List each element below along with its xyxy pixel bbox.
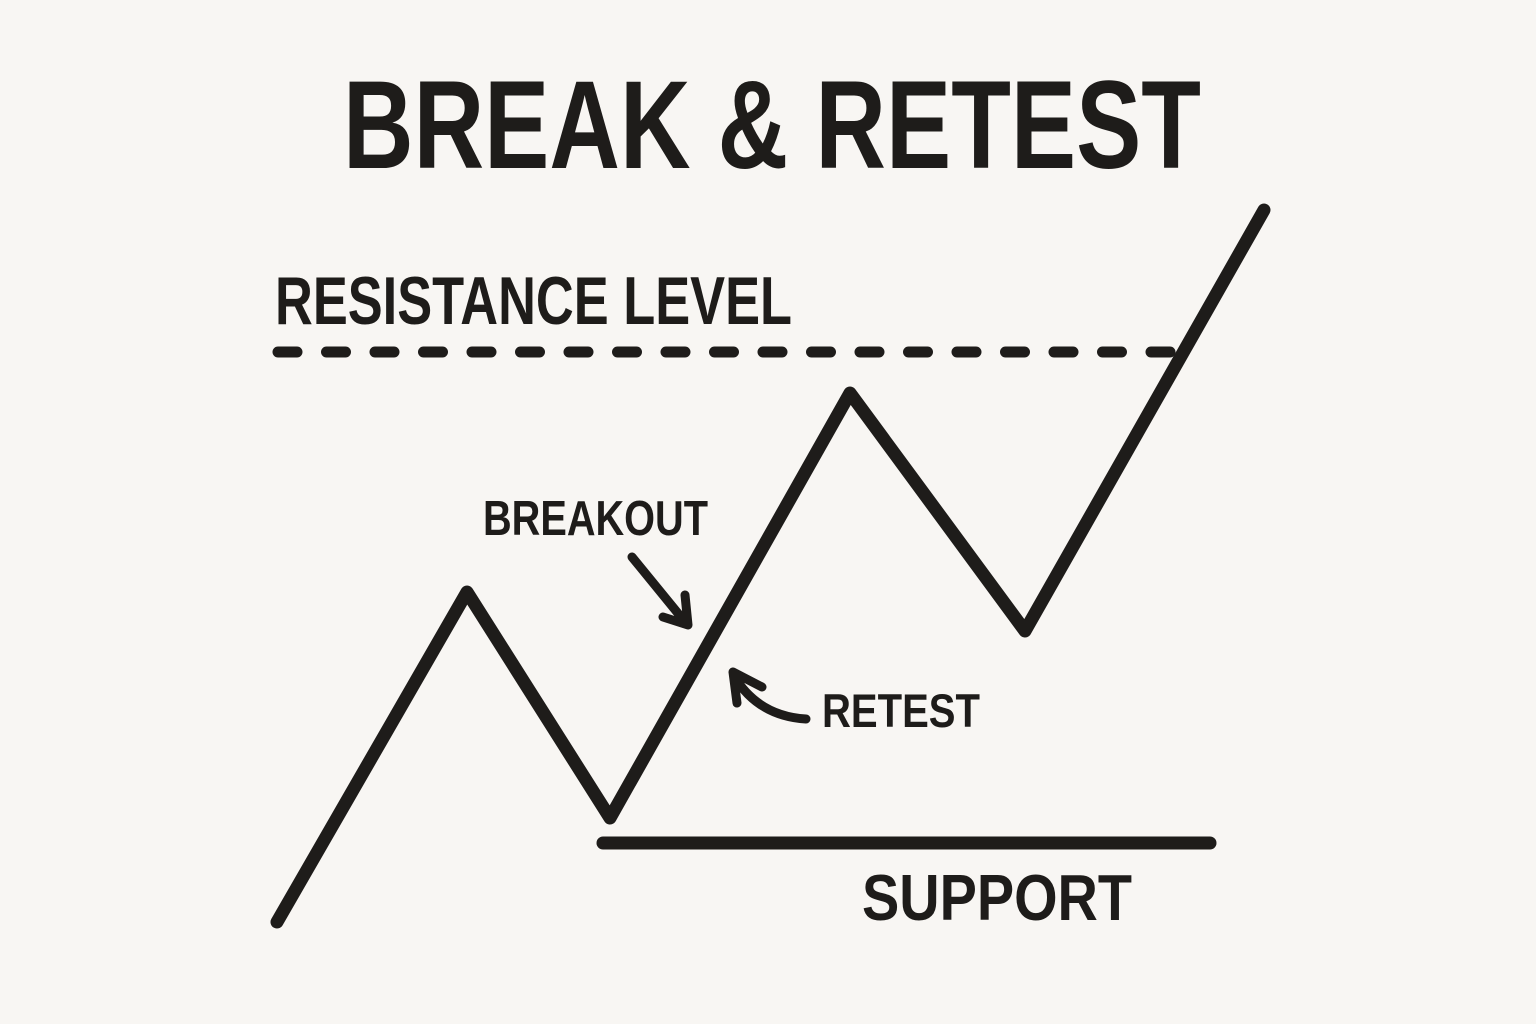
breakout-label: BREAKOUT	[483, 492, 708, 546]
retest-arrow-icon	[728, 667, 811, 724]
resistance-level-label: RESISTANCE LEVEL	[275, 263, 792, 339]
price-line	[270, 203, 1271, 929]
retest-label: RETEST	[822, 684, 980, 737]
breakout-arrow-icon	[627, 552, 693, 630]
diagram-title: BREAK & RETEST	[343, 56, 1201, 195]
support-label: SUPPORT	[862, 861, 1132, 934]
